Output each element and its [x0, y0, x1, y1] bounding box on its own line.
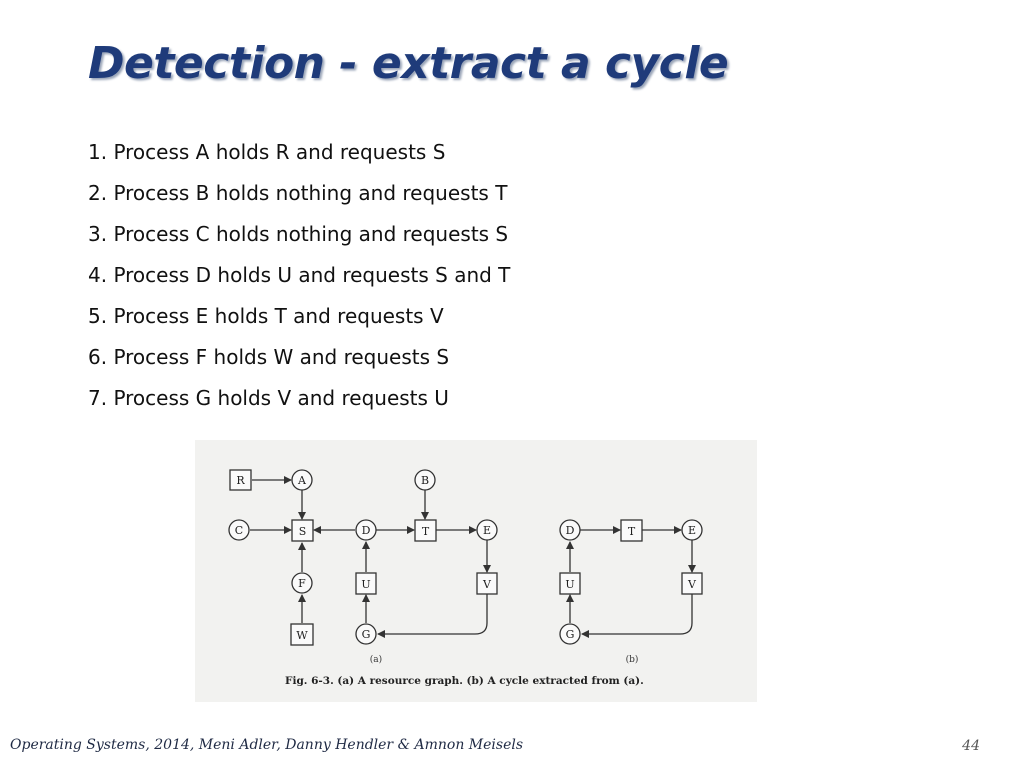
svg-text:U: U — [361, 578, 370, 591]
list-item: 6. Process F holds W and requests S — [88, 345, 450, 369]
graph-b-edges — [566, 526, 696, 638]
cycle-process-node-E: E — [681, 519, 703, 541]
svg-text:W: W — [296, 629, 308, 642]
resource-node-T: T — [414, 519, 437, 542]
slide-title: Detection - extract a cycle — [88, 38, 729, 89]
panel-b-label: (b) — [626, 654, 639, 665]
page-number: 44 — [962, 738, 980, 754]
svg-text:V: V — [482, 578, 492, 591]
svg-text:C: C — [235, 524, 243, 537]
svg-text:R: R — [236, 474, 245, 487]
panel-a-label: (a) — [370, 654, 382, 665]
resource-node-R: R — [229, 469, 252, 491]
process-node-D: D — [355, 519, 377, 541]
svg-text:G: G — [566, 628, 575, 641]
figure-caption: Fig. 6-3. (a) A resource graph. (b) A cy… — [285, 675, 644, 687]
svg-text:B: B — [421, 474, 429, 487]
svg-text:T: T — [628, 525, 636, 538]
svg-text:V: V — [687, 578, 697, 591]
process-node-B: B — [414, 469, 436, 491]
svg-text:G: G — [362, 628, 371, 641]
footer-credit: Operating Systems, 2014, Meni Adler, Dan… — [10, 737, 524, 753]
svg-text:D: D — [362, 524, 371, 537]
svg-text:A: A — [297, 474, 307, 487]
svg-text:T: T — [422, 525, 430, 538]
list-item: 7. Process G holds V and requests U — [88, 386, 449, 410]
list-item: 3. Process C holds nothing and requests … — [88, 222, 509, 246]
cycle-resource-node-U: U — [559, 572, 581, 595]
list-item: 5. Process E holds T and requests V — [88, 304, 444, 328]
resource-node-W: W — [290, 623, 314, 646]
list-item: 2. Process B holds nothing and requests … — [88, 181, 508, 205]
svg-text:D: D — [566, 524, 575, 537]
process-node-G: G — [355, 623, 377, 645]
process-node-F: F — [291, 572, 313, 594]
resource-node-U: U — [355, 572, 377, 595]
svg-text:U: U — [565, 578, 574, 591]
svg-text:S: S — [299, 525, 307, 538]
cycle-resource-node-T: T — [620, 519, 643, 542]
svg-text:E: E — [483, 524, 491, 537]
process-node-E: E — [476, 519, 498, 541]
process-node-A: A — [291, 469, 313, 491]
svg-text:E: E — [688, 524, 696, 537]
list-item: 1. Process A holds R and requests S — [88, 140, 446, 164]
resource-graph-figure: R A B C S D T E — [195, 440, 757, 702]
cycle-process-node-D: D — [559, 519, 581, 541]
list-item: 4. Process D holds U and requests S and … — [88, 263, 511, 287]
svg-text:F: F — [298, 577, 306, 590]
resource-node-V: V — [476, 572, 498, 595]
cycle-process-node-G: G — [559, 623, 581, 645]
process-node-C: C — [228, 519, 250, 541]
cycle-resource-node-V: V — [681, 572, 703, 595]
graph-a-edges — [250, 476, 491, 638]
resource-node-S: S — [291, 519, 314, 542]
process-list: 1. Process A holds R and requests S 2. P… — [88, 137, 510, 424]
